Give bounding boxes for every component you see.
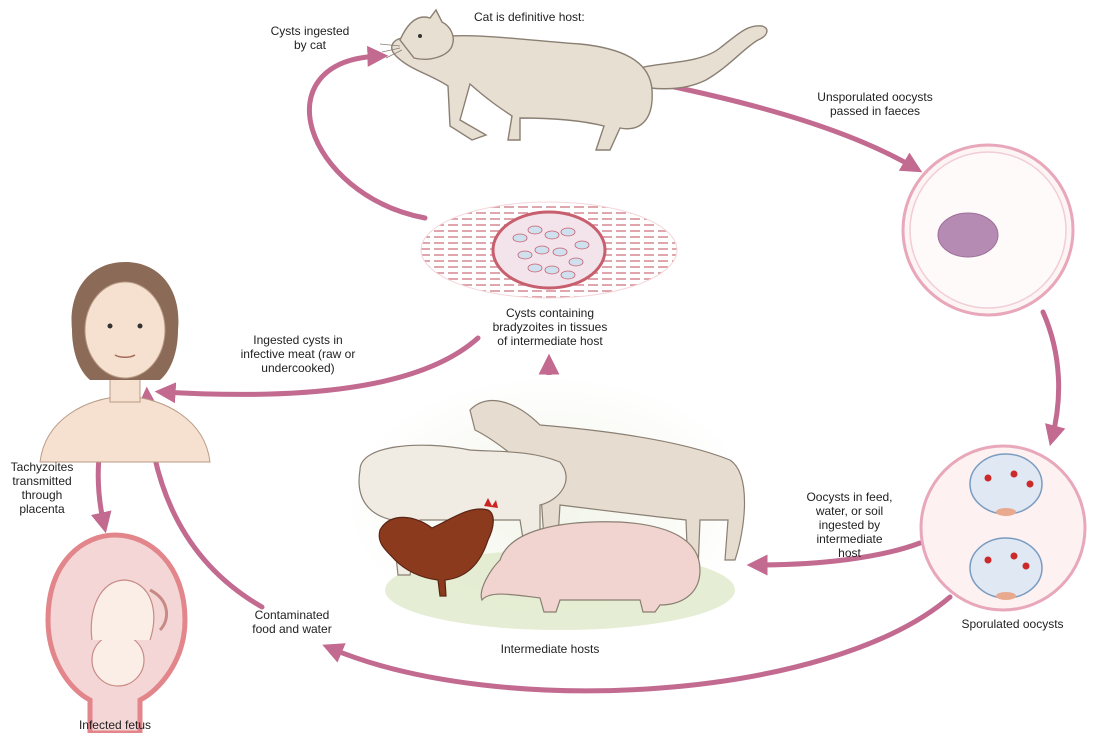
label-cysts-in-tissues: Cysts containing bradyzoites in tissues … [450, 306, 650, 348]
label-ingested-meat: Ingested cysts in infective meat (raw or… [218, 333, 378, 375]
unsporulated-oocyst-illustration [903, 145, 1073, 315]
label-cat-definitive-host: Cat is definitive host: [474, 10, 585, 24]
tissue-cyst-illustration [421, 202, 677, 298]
label-tachyzoites: Tachyzoites transmitted through placenta [2, 460, 82, 516]
human-illustration [40, 262, 210, 462]
cat-illustration [380, 10, 767, 150]
label-cysts-ingested-by-cat: Cysts ingested by cat [255, 24, 365, 52]
label-sporulated-oocysts: Sporulated oocysts [945, 617, 1080, 631]
sporulated-oocyst-illustration [921, 446, 1085, 610]
label-unsporulated-oocysts: Unsporulated oocysts passed in faeces [790, 90, 960, 118]
label-infected-fetus: Infected fetus [65, 718, 165, 732]
label-oocysts-ingested: Oocysts in feed, water, or soil ingested… [782, 490, 917, 560]
intermediate-hosts-illustration [345, 375, 755, 635]
label-intermediate-hosts: Intermediate hosts [470, 642, 630, 656]
label-contaminated-food: Contaminated food and water [222, 608, 362, 636]
arrow-oocyst-to-sporulated [1043, 312, 1059, 438]
fetus-illustration [48, 535, 185, 733]
arrow-tissue-to-cat [309, 56, 425, 218]
